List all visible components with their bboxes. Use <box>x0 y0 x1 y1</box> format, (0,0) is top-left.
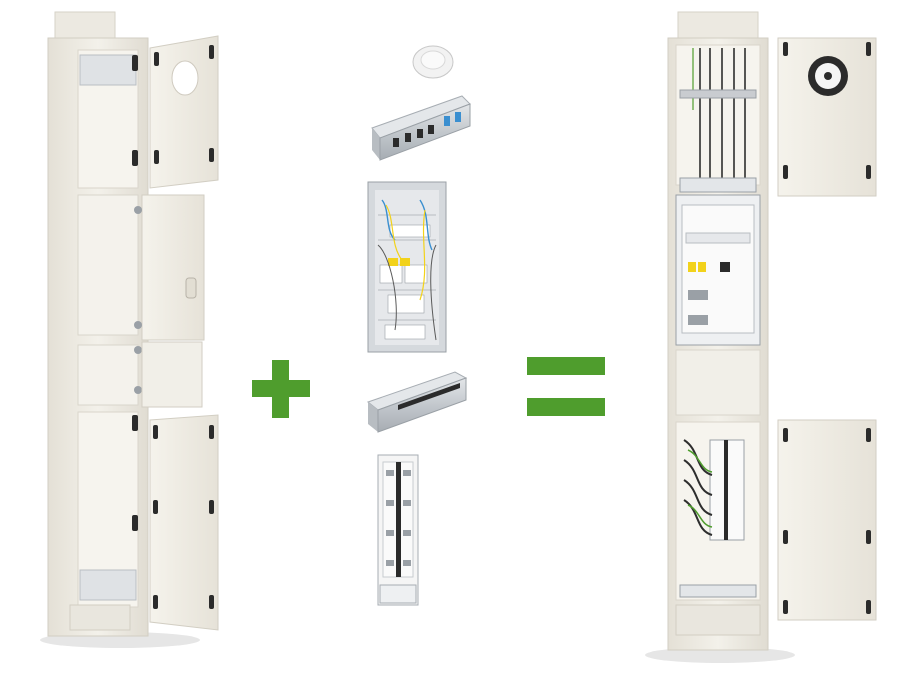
empty-cabinet <box>40 11 219 648</box>
patch-panel <box>377 454 419 606</box>
top-door <box>149 35 219 189</box>
assembled-top-door <box>777 37 877 197</box>
round-cover <box>412 45 454 79</box>
assembled-bottom-door <box>777 419 877 621</box>
electrical-panel <box>367 181 447 353</box>
middle-door <box>134 194 205 394</box>
connector-strip <box>371 95 471 161</box>
metal-rail-bar <box>366 371 468 433</box>
assembled-cabinet <box>645 11 877 663</box>
plus-icon <box>252 360 310 418</box>
installed-panel <box>675 194 761 346</box>
equals-icon <box>527 357 605 416</box>
installed-patch-panel <box>675 421 761 601</box>
bottom-door <box>149 414 219 631</box>
component-kit <box>366 45 471 606</box>
